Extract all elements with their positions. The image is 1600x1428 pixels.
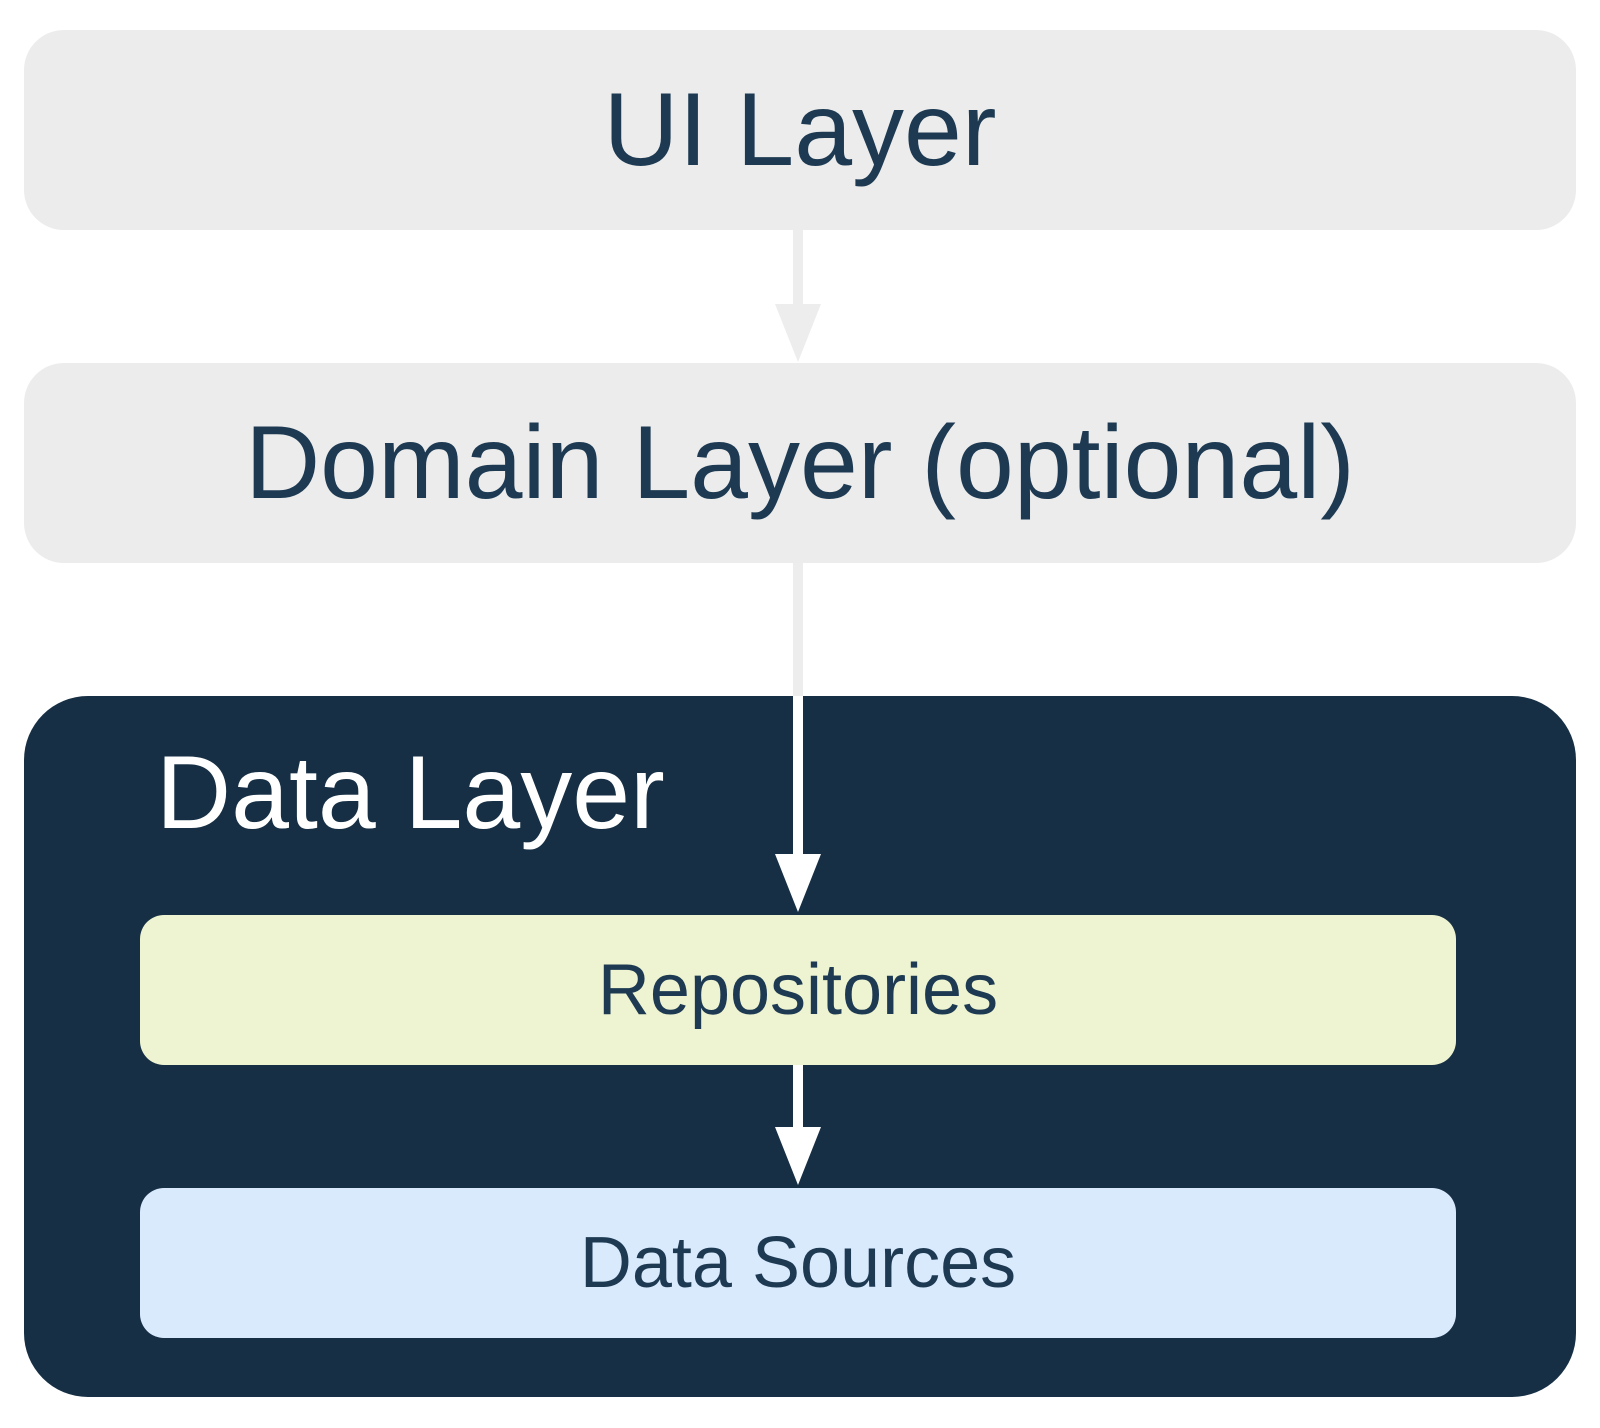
repositories-label: Repositories: [597, 950, 999, 1030]
arrow-ui-to-domain-stem: [793, 230, 803, 304]
data-sources-label: Data Sources: [579, 1223, 1017, 1303]
arrow-down-icon: [775, 854, 821, 912]
arrow-down-icon: [775, 1127, 821, 1185]
domain-layer-label: Domain Layer (optional): [245, 404, 1355, 521]
ui-layer-box: UI Layer: [24, 30, 1576, 230]
repositories-box: Repositories: [140, 915, 1456, 1065]
arrow-domain-stem-gray: [793, 563, 803, 697]
arrow-domain-stem-white: [793, 696, 803, 854]
data-sources-box: Data Sources: [140, 1188, 1456, 1338]
ui-layer-label: UI Layer: [603, 71, 997, 188]
domain-layer-box: Domain Layer (optional): [24, 363, 1576, 563]
arrow-down-icon: [775, 304, 821, 362]
arrow-repos-stem: [793, 1065, 803, 1127]
data-layer-title: Data Layer: [156, 735, 665, 851]
